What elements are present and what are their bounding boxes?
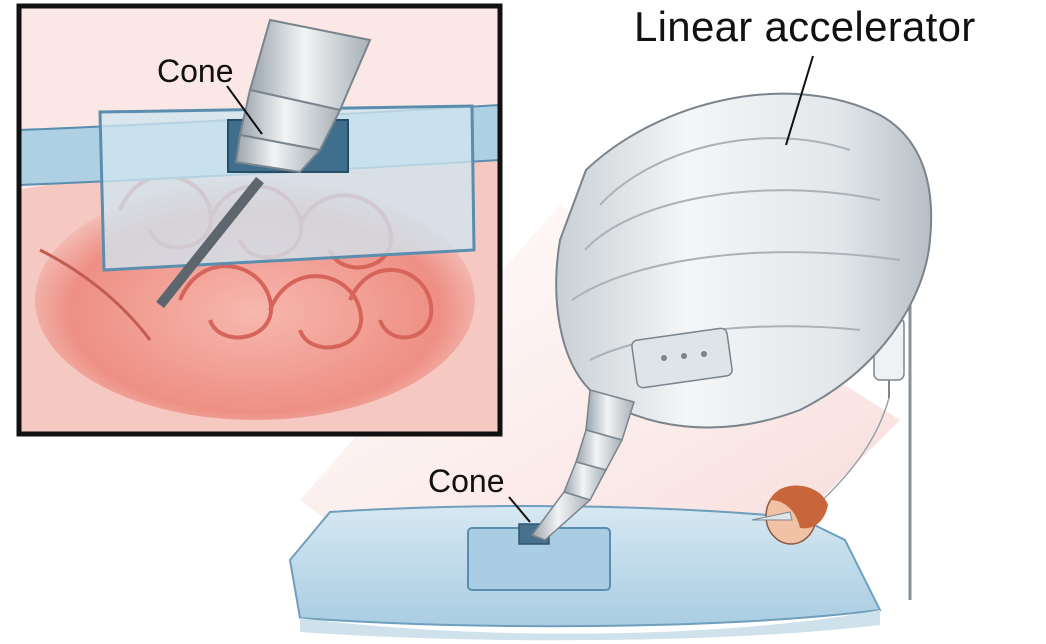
cone-main-label: Cone: [428, 465, 505, 497]
linear-accelerator-label: Linear accelerator: [634, 6, 976, 48]
cone-inset-label: Cone: [157, 55, 234, 87]
inset-panel: [19, 6, 500, 434]
